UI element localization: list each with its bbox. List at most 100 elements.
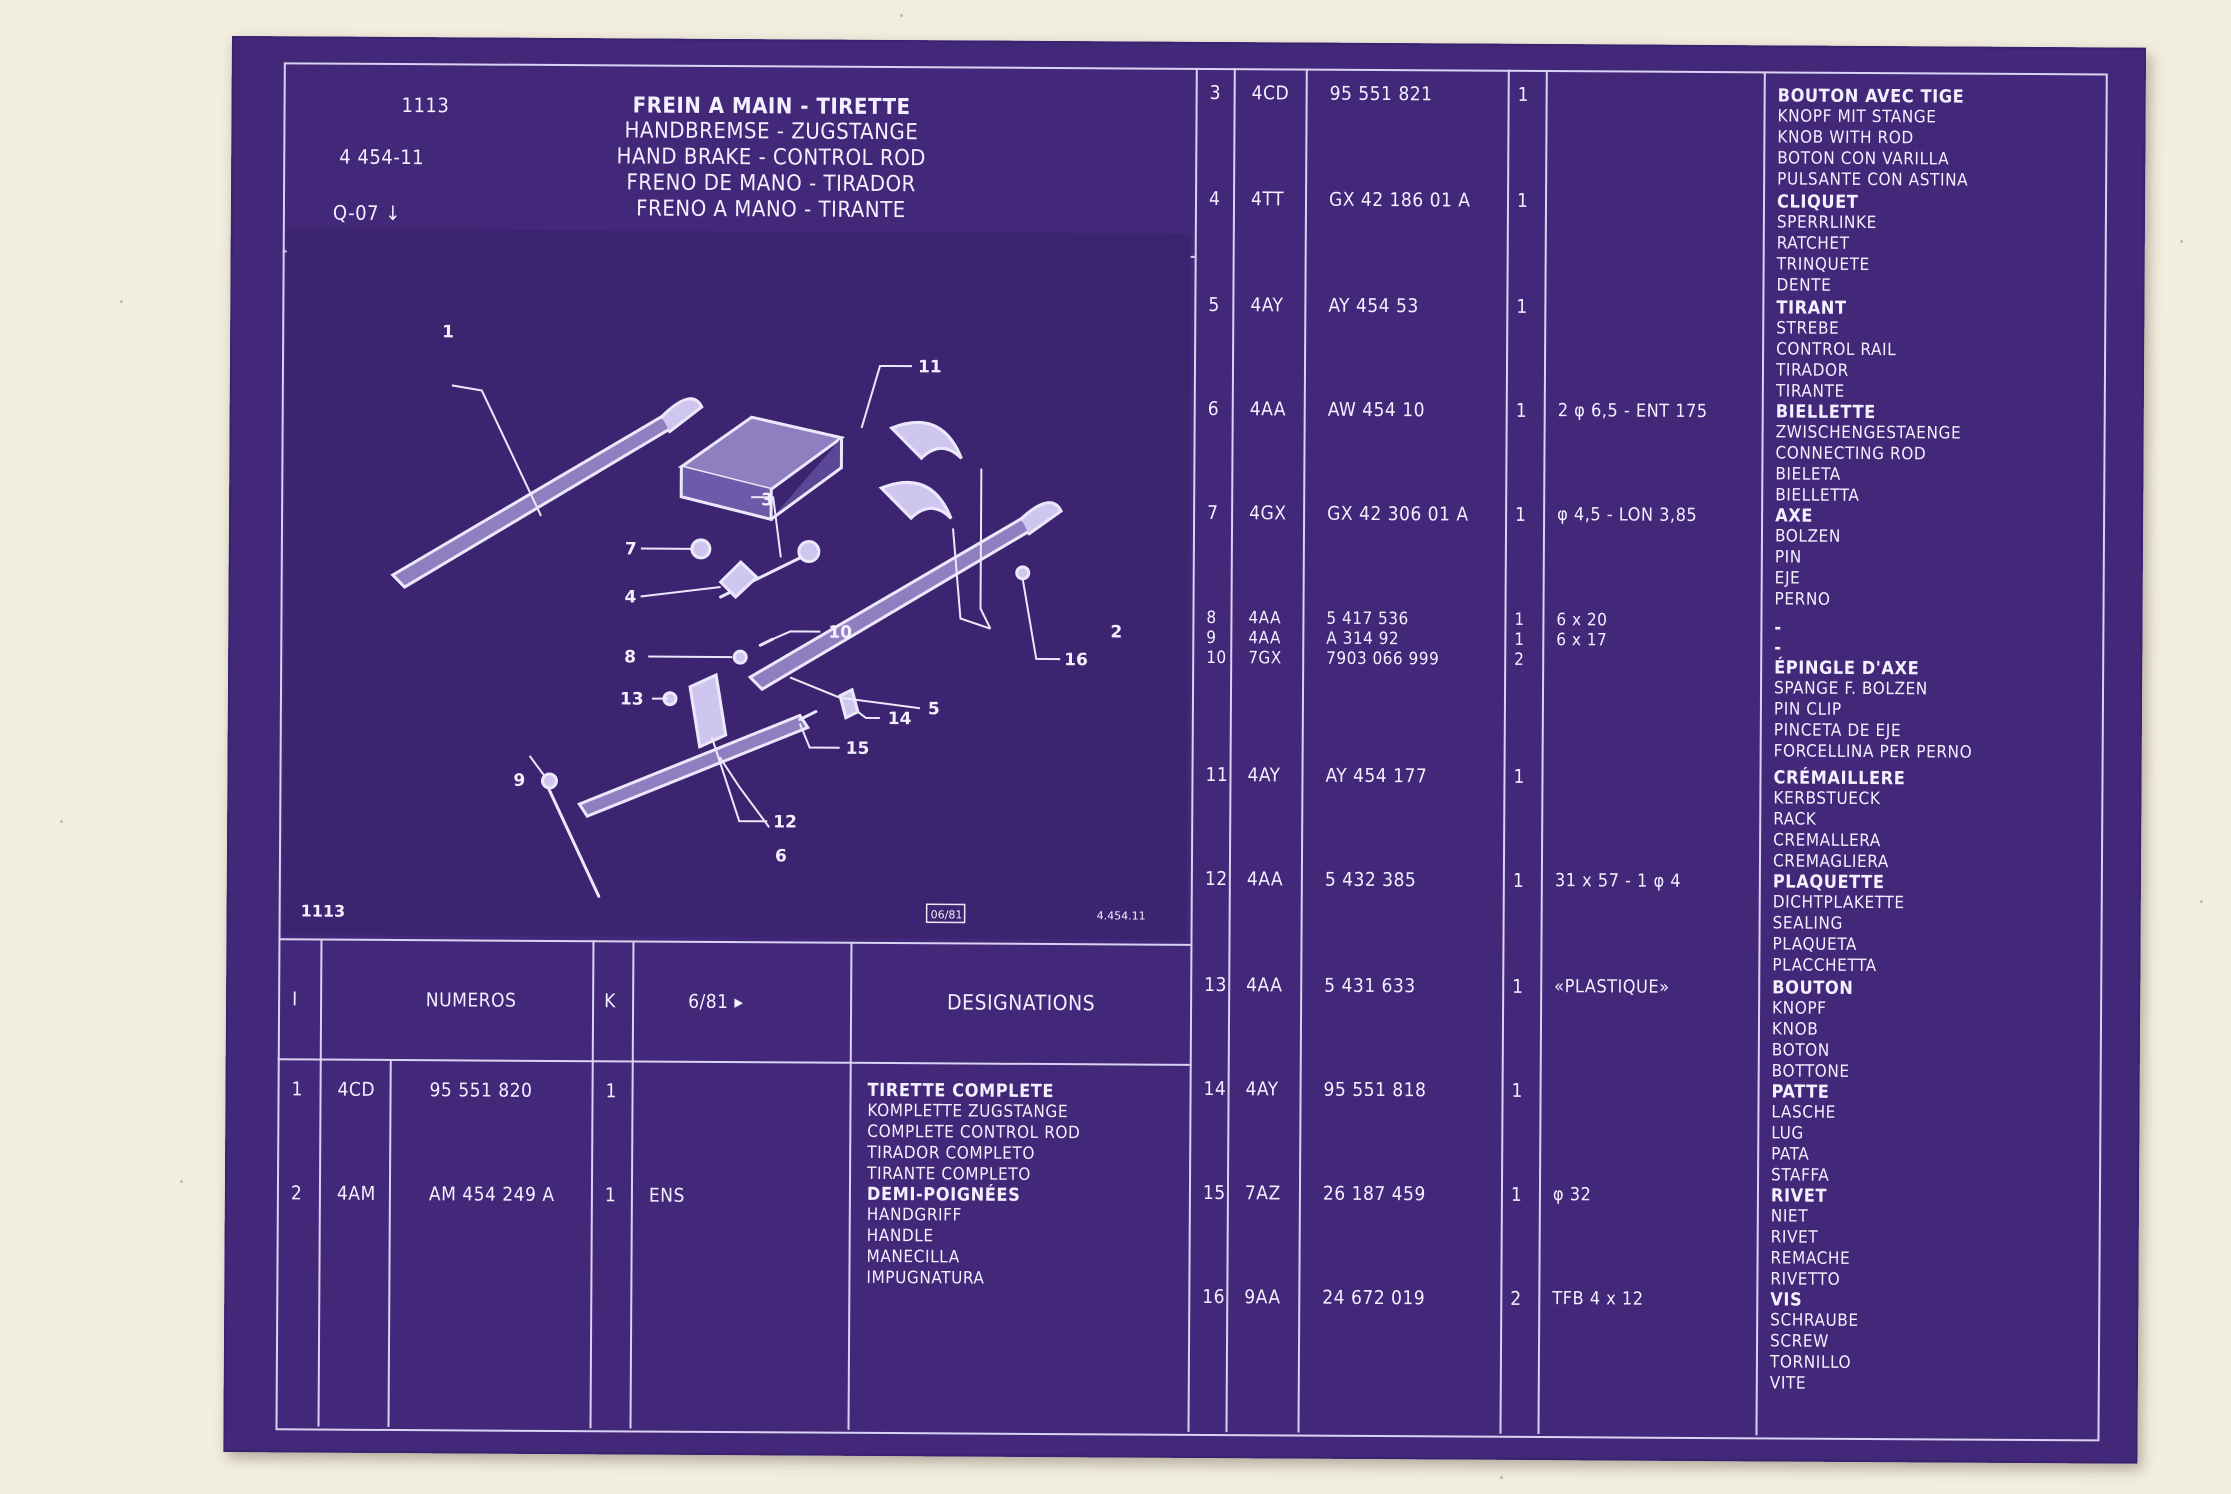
- row-code: 4AA: [1249, 398, 1287, 421]
- callout-4: 4: [625, 587, 637, 607]
- designation-line: RACK: [1773, 809, 1817, 830]
- designation-line: KNOPF: [1772, 998, 1827, 1019]
- designation-line: BOLZEN: [1774, 526, 1841, 547]
- col-i: I: [292, 988, 298, 1011]
- callout-6: 6: [775, 846, 787, 866]
- row-quantity: 1: [1512, 975, 1524, 998]
- row-code: 4GX: [1249, 502, 1287, 525]
- title-en: HAND BRAKE - CONTROL ROD: [616, 144, 927, 172]
- designation-line: SCHRAUBE: [1770, 1310, 1859, 1331]
- callout-2: 2: [1110, 622, 1122, 642]
- callout-10: 10: [828, 623, 852, 643]
- designation-line: EJE: [1774, 568, 1801, 589]
- designation-line: PULSANTE CON ASTINA: [1777, 169, 1969, 191]
- col-numeros: NUMEROS: [425, 989, 517, 1012]
- callout-15: 15: [846, 739, 870, 759]
- callout-8: 8: [624, 647, 636, 667]
- designation-line: PIN: [1774, 547, 1802, 568]
- designation-line: RATCHET: [1776, 233, 1850, 254]
- diagram-footer-left: 1113: [301, 901, 346, 920]
- callout-7: 7: [625, 539, 637, 559]
- row-index: 12: [1204, 867, 1228, 891]
- reference-number: 4 454-11: [339, 144, 425, 170]
- designation-line: KOMPLETTE ZUGSTANGE: [867, 1100, 1069, 1123]
- col-designations: DESIGNATIONS: [946, 990, 1096, 1016]
- designation-line: KERBSTUECK: [1773, 788, 1881, 810]
- row-quantity: 1: [604, 1184, 617, 1207]
- designation-line: RIVET: [1770, 1227, 1819, 1248]
- row-note: 2 φ 6,5 - ENT 175: [1557, 400, 1708, 423]
- title-de: HANDBREMSE - ZUGSTANGE: [624, 118, 919, 146]
- callout-14: 14: [888, 709, 912, 729]
- parts-sheet: 1113 4 454-11 Q-07 ↓ FREIN A MAIN - TIRE…: [223, 36, 2146, 1464]
- row-quantity: 1: [1515, 399, 1528, 422]
- designation-line: DENTE: [1776, 275, 1832, 296]
- row-note: TFB 4 x 12: [1552, 1288, 1644, 1310]
- designation-line: TIRANTE: [1775, 381, 1845, 402]
- designation-line: VITE: [1769, 1373, 1807, 1394]
- designation-line: STAFFA: [1771, 1165, 1830, 1186]
- row-quantity: 1: [1514, 629, 1525, 650]
- row-part-number: GX 42 186 01 A: [1328, 188, 1471, 212]
- designation-line: PLACCHETTA: [1772, 955, 1877, 977]
- title-it: FRENO A MANO - TIRANTE: [636, 196, 906, 224]
- designation-line: KNOB WITH ROD: [1777, 127, 1914, 149]
- row-index: 4: [1208, 187, 1221, 211]
- designation-line: TIRADOR COMPLETO: [867, 1142, 1036, 1164]
- designation-line: SPERRLINKE: [1776, 212, 1877, 234]
- designation-line: TRINQUETE: [1776, 254, 1870, 276]
- row-index: 9: [1206, 627, 1217, 649]
- row-code: 4CD: [1251, 82, 1290, 105]
- designation-line: BOTON CON VARILLA: [1777, 148, 1950, 170]
- row-quantity: 1: [1513, 765, 1525, 788]
- designation-line: -: [1774, 617, 1782, 639]
- row-index: 11: [1205, 763, 1229, 787]
- row-index: 5: [1208, 293, 1220, 317]
- row-index: 2: [290, 1182, 303, 1205]
- designation-line: SPANGE F. BOLZEN: [1773, 678, 1928, 700]
- col-date: 6/81 ▸: [688, 990, 744, 1014]
- row-quantity: 1: [1510, 1183, 1523, 1206]
- designation-line: HANDGRIFF: [866, 1204, 963, 1226]
- designation-line: BOTTONE: [1771, 1061, 1850, 1082]
- designation-line: BOUTON AVEC TIGE: [1777, 85, 1965, 108]
- designation-line: CREMAGLIERA: [1772, 851, 1889, 873]
- row-part-number: AY 454 177: [1325, 764, 1428, 788]
- row-part-number: AM 454 249 A: [428, 1183, 555, 1206]
- row-part-number: 95 551 821: [1329, 82, 1433, 106]
- row-code: 4AY: [1245, 1078, 1279, 1101]
- row-quantity: 1: [1516, 295, 1528, 318]
- row-code: 4CD: [337, 1078, 376, 1101]
- designation-line: CREMALLERA: [1773, 830, 1881, 852]
- row-index: 6: [1207, 397, 1220, 421]
- designation-line: BOTON: [1771, 1040, 1830, 1061]
- row-quantity: 2: [1514, 649, 1525, 670]
- designation-line: IMPUGNATURA: [866, 1267, 985, 1289]
- row-quantity: 2: [1510, 1287, 1522, 1310]
- designation-line: TIRADOR: [1775, 360, 1849, 381]
- row-code: 4AA: [1248, 608, 1282, 629]
- designation-line: SCREW: [1769, 1331, 1829, 1352]
- group-number: 1113: [401, 93, 450, 118]
- designation-line: CONTROL RAIL: [1776, 339, 1897, 361]
- row-part-number: GX 42 306 01 A: [1327, 502, 1469, 526]
- designation-line: PATTE: [1771, 1081, 1830, 1103]
- row-quantity: 1: [1511, 1079, 1524, 1102]
- row-quantity: 1: [1517, 83, 1530, 106]
- row-part-number: 95 551 820: [429, 1079, 533, 1102]
- designation-line: LASCHE: [1771, 1102, 1837, 1123]
- row-part-number: 5 417 536: [1326, 608, 1409, 630]
